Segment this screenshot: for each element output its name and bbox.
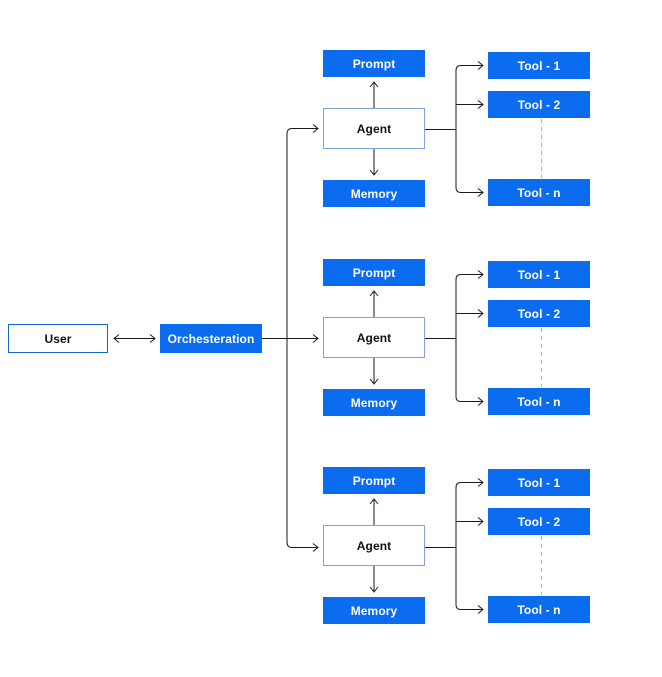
prompt-label: Prompt (352, 473, 396, 488)
memory-node[interactable]: Memory (323, 389, 425, 416)
tool-node[interactable]: Tool - 2 (488, 91, 590, 118)
agent-label: Agent (356, 121, 392, 136)
arrowhead-tool-1-1 (477, 61, 484, 70)
prompt-node[interactable]: Prompt (323, 259, 425, 286)
tool-label: Tool - n (517, 394, 561, 409)
memory-node[interactable]: Memory (323, 180, 425, 207)
arrowhead-tool-2-2 (477, 309, 484, 318)
tool-label: Tool - 1 (517, 475, 561, 490)
tool-node[interactable]: Tool - 2 (488, 300, 590, 327)
agent-node[interactable]: Agent (323, 108, 425, 149)
tool-branch-3 (455, 482, 483, 610)
arrowhead-prompt-2 (369, 290, 379, 297)
tool-node[interactable]: Tool - n (488, 596, 590, 623)
memory-label: Memory (350, 395, 398, 410)
tool-label: Tool - 2 (517, 306, 561, 321)
agent-label: Agent (356, 538, 392, 553)
agent-node[interactable]: Agent (323, 525, 425, 566)
tool-node[interactable]: Tool - 1 (488, 52, 590, 79)
tool-node[interactable]: Tool - 1 (488, 469, 590, 496)
arrowhead-right (149, 334, 156, 343)
arrowhead-agent-1 (312, 124, 319, 133)
tool-label: Tool - n (517, 602, 561, 617)
arrowhead-tool-3-2 (477, 517, 484, 526)
orchestration-label: Orchesteration (167, 331, 255, 346)
arrowhead-tool-2-n (477, 397, 484, 406)
prompt-node[interactable]: Prompt (323, 467, 425, 494)
arrowhead-tool-3-n (477, 605, 484, 614)
arrowhead-prompt-1 (369, 81, 379, 88)
tool-label: Tool - 2 (517, 514, 561, 529)
user-node[interactable]: User (8, 324, 108, 353)
agent-label: Agent (356, 330, 392, 345)
arrowhead-memory-1 (369, 169, 379, 176)
orchestration-node[interactable]: Orchesteration (160, 324, 262, 353)
prompt-node[interactable]: Prompt (323, 50, 425, 77)
arrowhead-memory-2 (369, 378, 379, 385)
tool-label: Tool - 1 (517, 267, 561, 282)
arrowhead-memory-3 (369, 586, 379, 593)
prompt-label: Prompt (352, 56, 396, 71)
tool-label: Tool - n (517, 185, 561, 200)
tool-node[interactable]: Tool - n (488, 388, 590, 415)
arrowhead-agent-2 (312, 334, 319, 343)
arrowhead-tool-2-1 (477, 270, 484, 279)
arrowhead-left (113, 334, 120, 343)
prompt-label: Prompt (352, 265, 396, 280)
arrowhead-agent-3 (312, 543, 319, 552)
arrowhead-tool-3-1 (477, 478, 484, 487)
user-label: User (44, 331, 72, 346)
tool-label: Tool - 1 (517, 58, 561, 73)
memory-label: Memory (350, 603, 398, 618)
agent-1-branch (286, 128, 318, 339)
arrowhead-tool-1-2 (477, 100, 484, 109)
tool-node[interactable]: Tool - 1 (488, 261, 590, 288)
arrowhead-tool-1-n (477, 188, 484, 197)
memory-node[interactable]: Memory (323, 597, 425, 624)
agent-3-branch (286, 338, 318, 548)
agent-node[interactable]: Agent (323, 317, 425, 358)
tool-branch-1 (455, 65, 483, 193)
arrowhead-prompt-3 (369, 498, 379, 505)
tool-node[interactable]: Tool - 2 (488, 508, 590, 535)
tool-node[interactable]: Tool - n (488, 179, 590, 206)
memory-label: Memory (350, 186, 398, 201)
tool-branch-2 (455, 274, 483, 402)
tool-label: Tool - 2 (517, 97, 561, 112)
